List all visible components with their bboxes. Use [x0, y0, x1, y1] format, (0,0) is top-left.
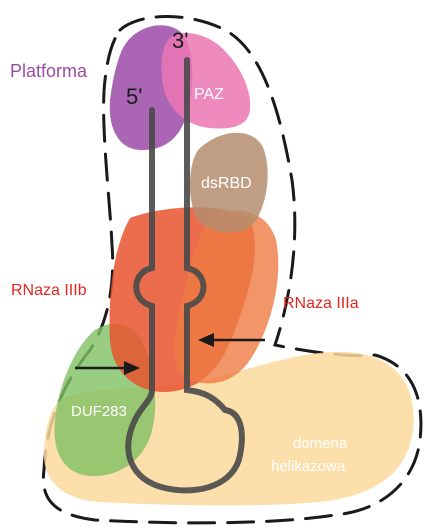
label-platforma: Platforma [10, 61, 88, 81]
label-helicase-line2: helikazowa [271, 458, 346, 475]
label-rnaza-iiib: RNaza IIIb [11, 282, 87, 299]
label-dsrbd: dsRBD [201, 175, 252, 192]
label-rnaza-iiia: RNaza IIIa [283, 295, 359, 312]
label-5prime: 5' [126, 84, 142, 109]
label-paz: PAZ [194, 86, 224, 103]
label-helicase-line1: domena [293, 435, 348, 452]
label-duf283: DUF283 [71, 403, 127, 420]
label-3prime: 3' [172, 28, 188, 53]
